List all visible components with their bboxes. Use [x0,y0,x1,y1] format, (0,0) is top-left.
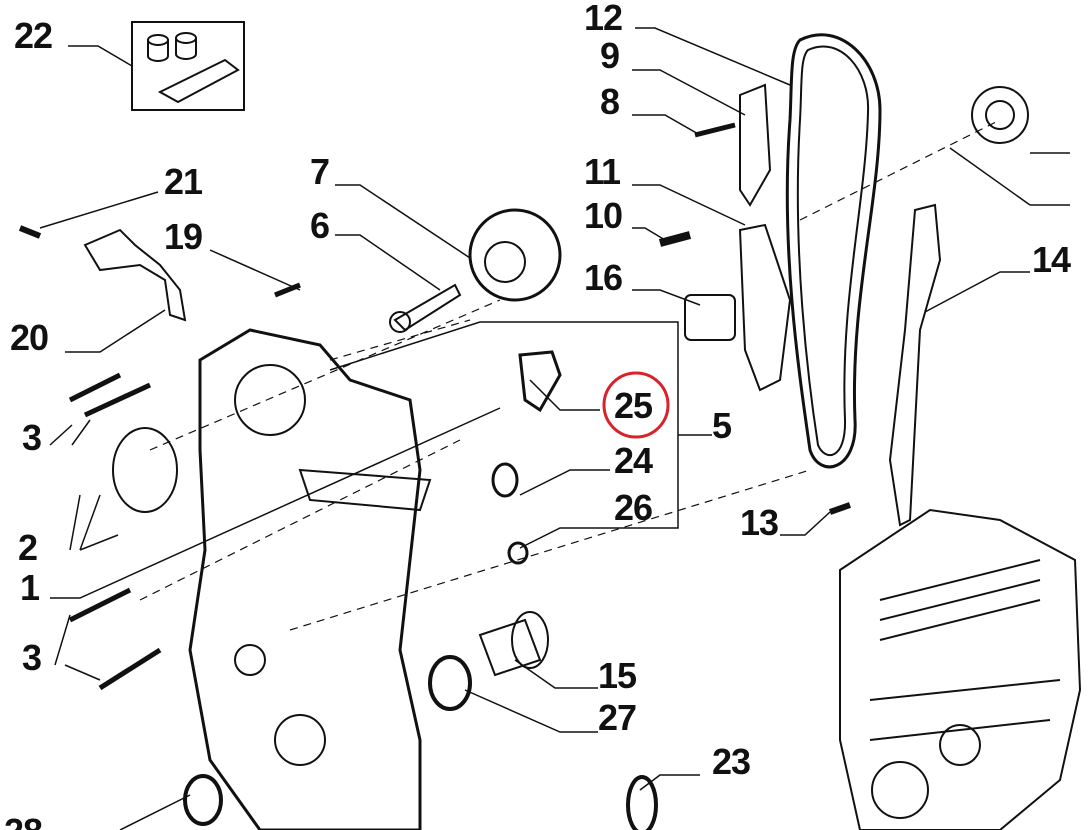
callout-21: 21 [164,161,203,202]
callout-14: 14 [1032,239,1071,280]
callout-10: 10 [584,195,623,236]
callout-24: 24 [614,440,653,481]
callout-26: 26 [614,487,653,528]
callout-8: 8 [600,81,620,122]
callout-3-upper: 3 [22,417,42,458]
callout-11: 11 [584,151,621,192]
callout-9: 9 [600,35,620,76]
highlight-circle [602,371,670,439]
callout-22: 22 [14,15,53,56]
callout-6: 6 [310,205,330,246]
callout-28: 28 [4,814,43,830]
callout-2: 2 [18,527,38,568]
leader-lines [39,27,1070,830]
callout-25: 25 [614,385,653,426]
callout-12: 12 [584,0,623,38]
callout-16: 16 [584,257,623,298]
callout-20: 20 [10,317,49,358]
callout-7: 7 [310,151,330,192]
callout-13: 13 [740,502,779,543]
callout-15: 15 [598,655,637,696]
callout-5: 5 [712,405,732,446]
callout-19: 19 [164,216,203,257]
callout-3-lower: 3 [22,637,42,678]
callout-23: 23 [712,741,751,782]
callout-27: 27 [598,697,637,738]
callout-1: 1 [20,567,40,608]
